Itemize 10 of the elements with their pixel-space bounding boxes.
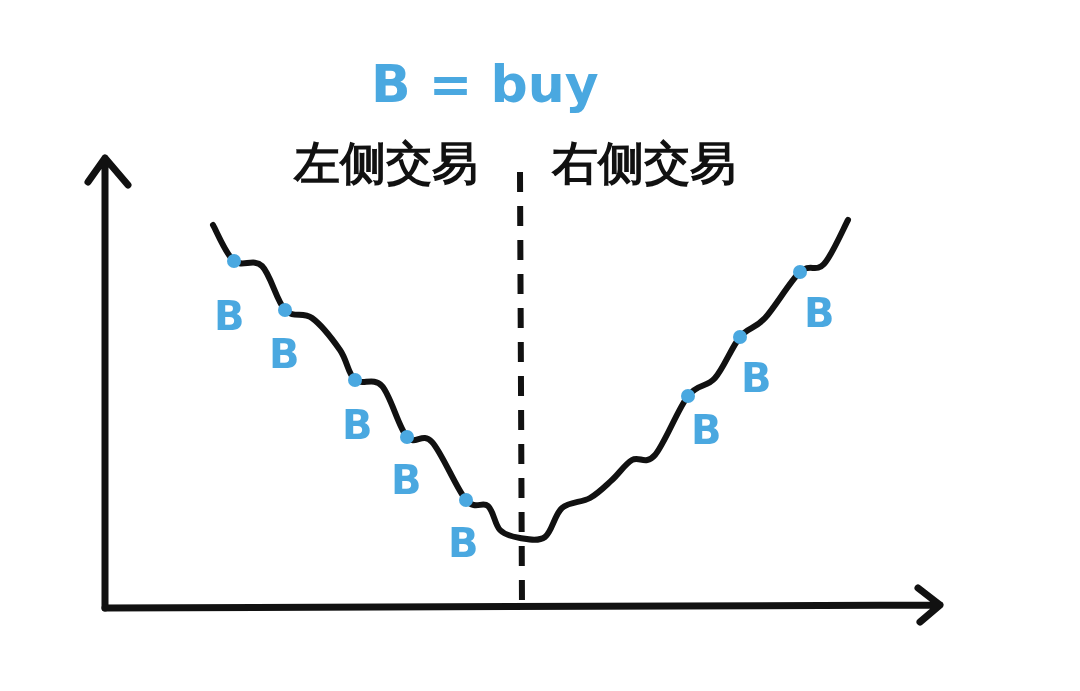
buy-mark: B <box>269 334 300 374</box>
buy-mark: B <box>342 405 373 445</box>
buy-mark: B <box>741 358 772 398</box>
buy-mark: B <box>214 296 245 336</box>
side-label: 左侧交易 <box>294 140 478 186</box>
side-label: 右侧交易 <box>552 140 736 186</box>
buy-mark: B <box>691 410 722 450</box>
buy-mark: B <box>391 460 422 500</box>
buy-mark: B <box>804 293 835 333</box>
buy-mark: B <box>448 523 479 563</box>
